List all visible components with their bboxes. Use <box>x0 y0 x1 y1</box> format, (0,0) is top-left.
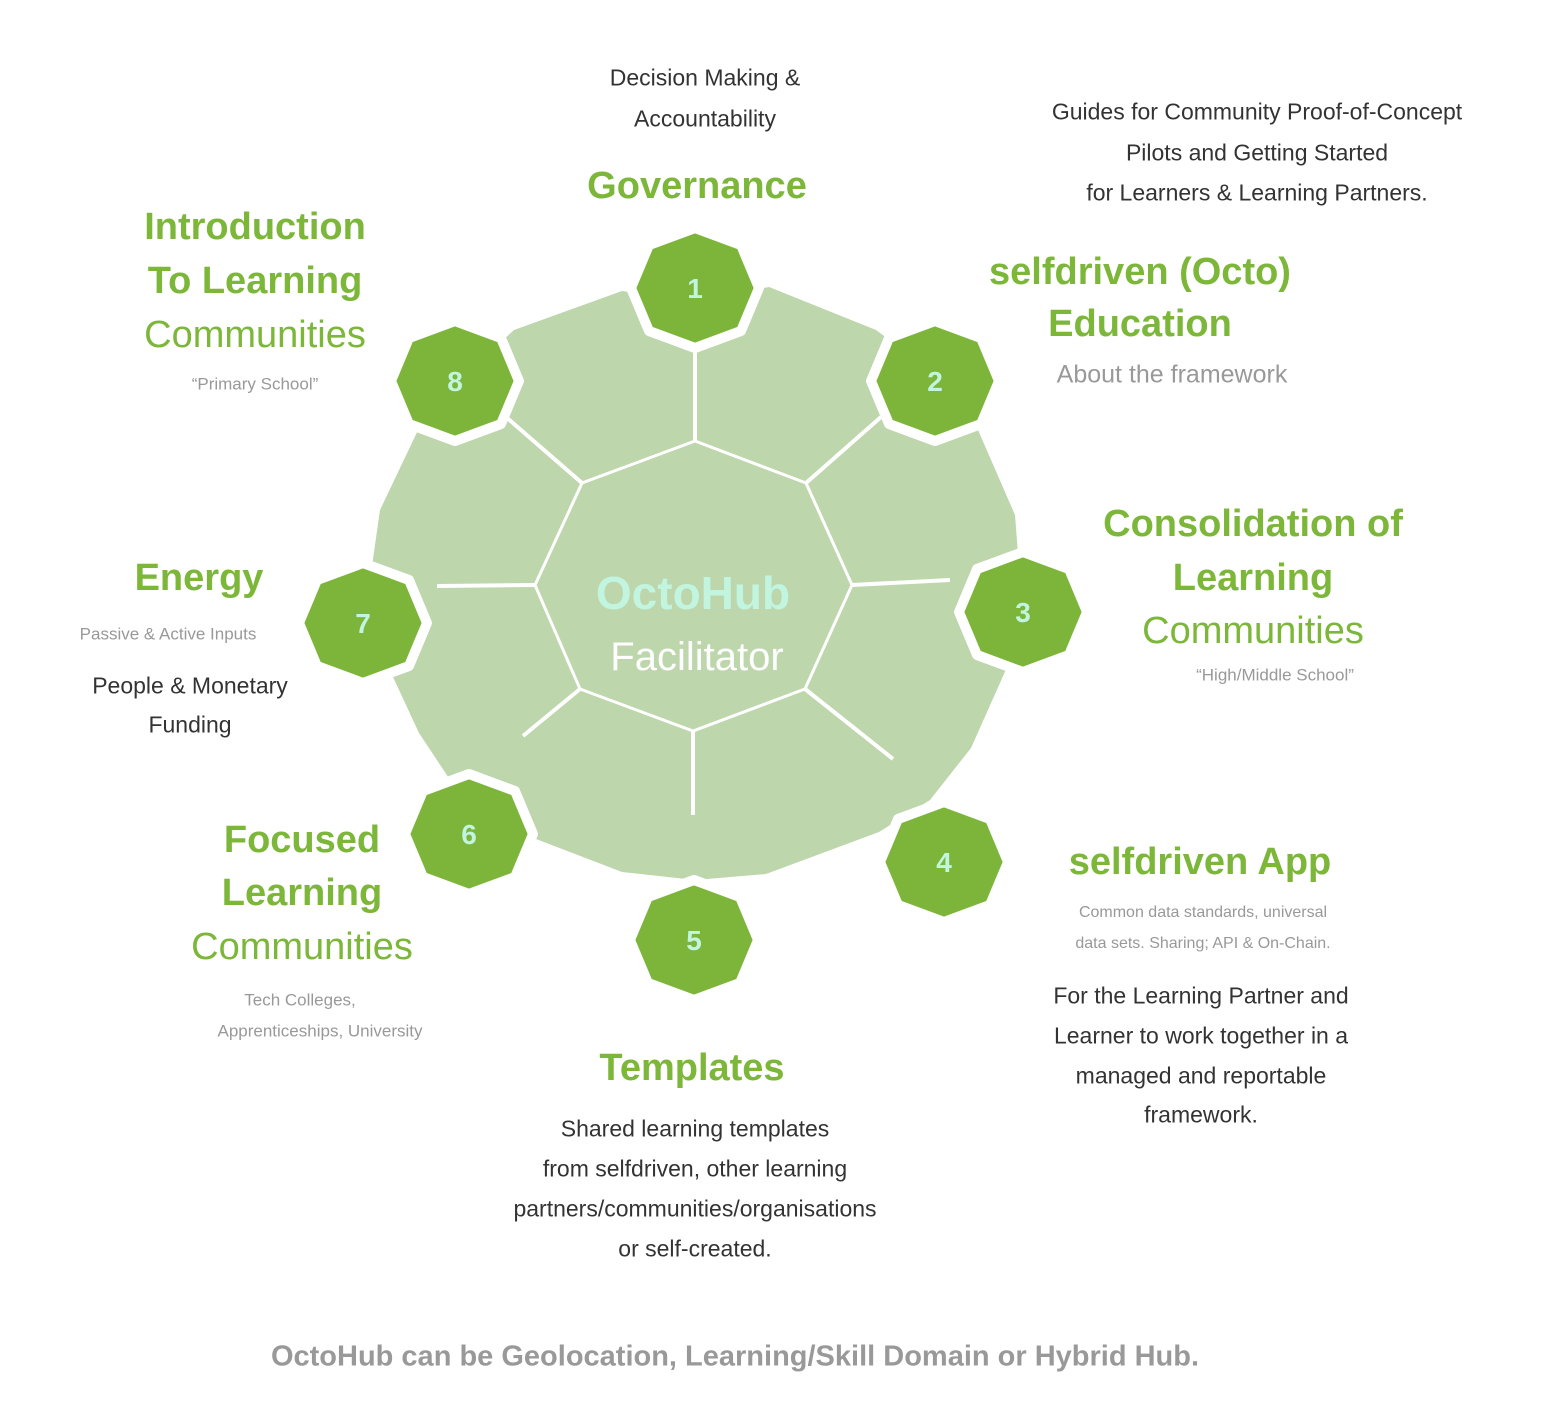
app-desc: For the Learning Partner and <box>1053 982 1349 1009</box>
badge-6: 6 <box>400 769 538 899</box>
consolidation-note: “High/Middle School” <box>1196 665 1354 685</box>
badge-number: 1 <box>687 273 703 304</box>
spoke-lines <box>436 353 951 815</box>
badge-3: 3 <box>954 547 1092 677</box>
badge-octagon <box>294 558 432 688</box>
badge-7: 7 <box>294 558 432 688</box>
badge-5: 5 <box>625 875 763 1005</box>
center-octagon <box>533 439 854 733</box>
focused-note: Tech Colleges, <box>244 990 356 1010</box>
center-subtitle: Facilitator <box>610 635 784 679</box>
focused-title: Learning <box>221 872 383 914</box>
energy-desc: People & Monetary <box>92 672 288 699</box>
education-desc: for Learners & Learning Partners. <box>1086 179 1428 206</box>
education-desc: Guides for Community Proof-of-Concept <box>1051 98 1463 125</box>
badge-number: 5 <box>686 925 702 956</box>
introduction-title: To Learning <box>147 260 363 302</box>
governance-desc: Decision Making & <box>609 64 801 91</box>
templates-title: Templates <box>599 1047 785 1089</box>
app-desc: framework. <box>1144 1101 1258 1128</box>
templates-desc: Shared learning templates <box>560 1115 830 1142</box>
app-desc: Learner to work together in a <box>1053 1022 1349 1049</box>
governance-desc: Accountability <box>634 105 776 132</box>
badge-2: 2 <box>866 316 1004 446</box>
badge-number: 4 <box>936 847 952 878</box>
education-title: selfdriven (Octo) <box>989 251 1291 293</box>
energy-desc: Funding <box>148 711 232 738</box>
energy-note: Passive & Active Inputs <box>79 624 257 644</box>
badge-8: 8 <box>386 316 524 446</box>
app-desc: managed and reportable <box>1075 1062 1327 1089</box>
badge-octagon <box>875 797 1013 927</box>
introduction-note: “Primary School” <box>191 374 319 394</box>
badge-number: 6 <box>461 819 477 850</box>
badge-octagon <box>386 316 524 446</box>
governance-title: Governance <box>587 165 807 207</box>
introduction-title: Communities <box>144 314 366 356</box>
consolidation-title: Communities <box>1142 610 1364 652</box>
focused-title: Focused <box>223 819 381 861</box>
badge-octagon <box>954 547 1092 677</box>
badge-number: 7 <box>355 608 371 639</box>
badge-octagon <box>626 223 764 353</box>
footer-note: OctoHub can be Geolocation, Learning/Ski… <box>270 1340 1200 1373</box>
education-subtitle: About the framework <box>1056 360 1288 389</box>
badge-number: 2 <box>927 366 943 397</box>
center-title: OctoHub <box>595 567 791 619</box>
badge-number: 3 <box>1015 597 1031 628</box>
education-desc: Pilots and Getting Started <box>1125 139 1389 166</box>
app-title: selfdriven App <box>1068 841 1332 883</box>
badge-number: 8 <box>447 366 463 397</box>
templates-desc: partners/communities/organisations <box>513 1195 877 1222</box>
education-title: Education <box>1048 303 1232 345</box>
badge-1: 1 <box>626 223 764 353</box>
consolidation-title: Consolidation of <box>1103 503 1403 545</box>
focused-title: Communities <box>191 926 413 968</box>
templates-desc: from selfdriven, other learning <box>542 1155 848 1182</box>
app-note: data sets. Sharing; API & On-Chain. <box>1075 935 1331 952</box>
badge-octagon <box>866 316 1004 446</box>
introduction-title: Introduction <box>144 206 366 248</box>
app-note: Common data standards, universal <box>1078 904 1328 921</box>
templates-desc: or self-created. <box>618 1235 772 1262</box>
energy-title: Energy <box>134 557 264 599</box>
consolidation-title: Learning <box>1172 557 1334 599</box>
focused-note: Apprenticeships, University <box>217 1021 423 1041</box>
badge-octagon <box>625 875 763 1005</box>
badge-4: 4 <box>875 797 1013 927</box>
badge-octagon <box>400 769 538 899</box>
